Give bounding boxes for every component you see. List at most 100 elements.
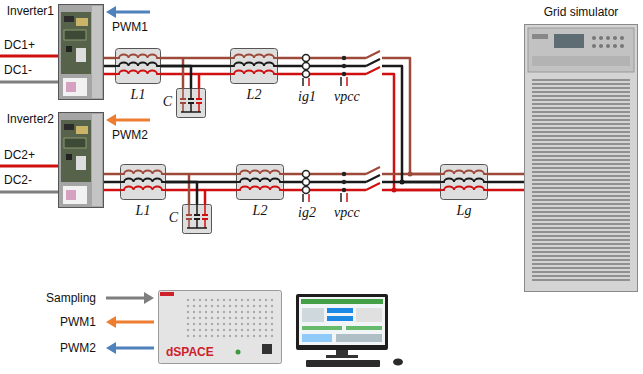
inverter-unit-shape xyxy=(58,112,104,208)
dspace-unit-part xyxy=(223,299,225,301)
dspace-unit-part xyxy=(211,323,213,325)
dspace-unit-part xyxy=(187,335,189,337)
dspace-unit-part xyxy=(229,305,231,307)
grid-simulator-part xyxy=(532,131,630,133)
grid-simulator-part xyxy=(532,155,630,157)
grid-simulator-part xyxy=(532,115,630,117)
inductor-box-shape xyxy=(120,164,166,200)
inverter-unit-part xyxy=(66,82,76,92)
dspace-unit-part xyxy=(259,311,261,313)
dspace-unit-part xyxy=(241,305,243,307)
dspace-unit-part xyxy=(199,323,201,325)
capacitor-box-part xyxy=(183,205,212,234)
dspace-unit-part xyxy=(235,335,237,337)
grid-simulator: Grid simulator xyxy=(524,24,638,292)
dspace-unit-part xyxy=(265,311,267,313)
inverter-unit-part xyxy=(64,16,74,22)
phase-wire xyxy=(104,57,115,60)
switch-symbol xyxy=(366,51,380,58)
dspace-unit-part xyxy=(229,323,231,325)
inverter-unit-part xyxy=(61,120,91,182)
dspace-unit-part xyxy=(259,323,261,325)
node-label: Grid simulator xyxy=(544,5,619,19)
grid-simulator-part xyxy=(532,111,630,113)
capacitor-box-part xyxy=(177,89,206,118)
phase-wire xyxy=(278,74,440,190)
dspace-unit-part xyxy=(247,335,249,337)
grid-simulator-part xyxy=(532,183,630,185)
signal-arrow xyxy=(114,119,150,122)
signal-arrow xyxy=(114,11,150,14)
grid-simulator-part xyxy=(532,255,630,257)
capacitor-box-part xyxy=(202,214,208,216)
inverter-unit-part xyxy=(61,12,91,74)
current-sensor xyxy=(303,55,310,62)
junction-dot xyxy=(392,188,397,193)
dspace-unit-part xyxy=(199,311,201,313)
capacitor-box-part xyxy=(186,214,192,216)
grid-simulator-part xyxy=(532,147,630,149)
inductor-box-shape xyxy=(236,164,284,200)
host-computer xyxy=(296,294,388,350)
current-sensor xyxy=(308,194,310,202)
dspace-unit-part xyxy=(235,305,237,307)
grid-simulator-part xyxy=(525,25,638,292)
grid-simulator-part xyxy=(532,235,630,237)
dspace-unit-part xyxy=(247,317,249,319)
dspace-unit-part xyxy=(199,317,201,319)
dspace-unit-part xyxy=(253,335,255,337)
signal-name: vpcc xyxy=(334,205,360,220)
inductor-box-shape xyxy=(230,48,278,84)
voltage-tap xyxy=(342,56,346,60)
signal-arrow xyxy=(114,321,154,324)
current-sensor xyxy=(303,63,310,70)
grid-simulator-part xyxy=(532,199,630,201)
capacitor-box-part xyxy=(194,214,200,216)
inductor-box-part xyxy=(120,171,166,175)
grid-simulator-part xyxy=(528,28,634,72)
dspace-unit-part xyxy=(205,305,207,307)
inductor-box-part xyxy=(236,187,284,191)
host-computer xyxy=(301,299,383,304)
inductor-box: Lg xyxy=(440,164,488,200)
grid-simulator-part xyxy=(532,91,630,93)
current-sensor xyxy=(302,78,304,86)
junction-dot xyxy=(400,180,405,185)
port-label: PWM2 xyxy=(112,128,148,142)
dspace-unit-part xyxy=(187,311,189,313)
dspace-unit-part xyxy=(235,323,237,325)
dspace-unit-part xyxy=(235,311,237,313)
dspace-unit-part xyxy=(193,311,195,313)
dspace-unit-part xyxy=(193,299,195,301)
dspace-unit-part xyxy=(223,335,225,337)
switch-symbol xyxy=(366,51,382,194)
dspace-unit-part xyxy=(217,323,219,325)
port-label: PWM2 xyxy=(60,341,96,355)
capacitor-box-part xyxy=(182,88,184,99)
inductor-box-part xyxy=(441,165,488,200)
grid-simulator-part xyxy=(532,56,630,66)
dspace-unit-part xyxy=(211,335,213,337)
node-label: Inverter2 xyxy=(7,112,54,126)
dspace-unit-part xyxy=(271,323,273,325)
node-label: Lg xyxy=(457,203,472,218)
inverter-unit-part xyxy=(76,18,88,26)
voltage-tap xyxy=(341,56,347,202)
dspace-unit-part xyxy=(217,329,219,331)
voltage-tap xyxy=(342,188,346,192)
capacitor-box-part xyxy=(196,204,198,215)
phase-wire xyxy=(488,189,524,192)
voltage-tap xyxy=(342,64,346,68)
dspace-unit-part xyxy=(271,299,273,301)
inductor-box-part xyxy=(440,179,488,183)
inverter-unit-part xyxy=(63,186,87,204)
dspace-unit: dSPACE xyxy=(158,290,282,364)
capacitor-box-part xyxy=(182,103,184,112)
inductor-box-part xyxy=(237,165,284,200)
grid-simulator-part xyxy=(532,203,630,205)
host-computer xyxy=(393,359,403,366)
grid-simulator-part xyxy=(532,103,630,105)
phase-connector xyxy=(104,65,115,68)
dspace-unit-part xyxy=(241,317,243,319)
port-label: Sampling xyxy=(46,291,96,305)
